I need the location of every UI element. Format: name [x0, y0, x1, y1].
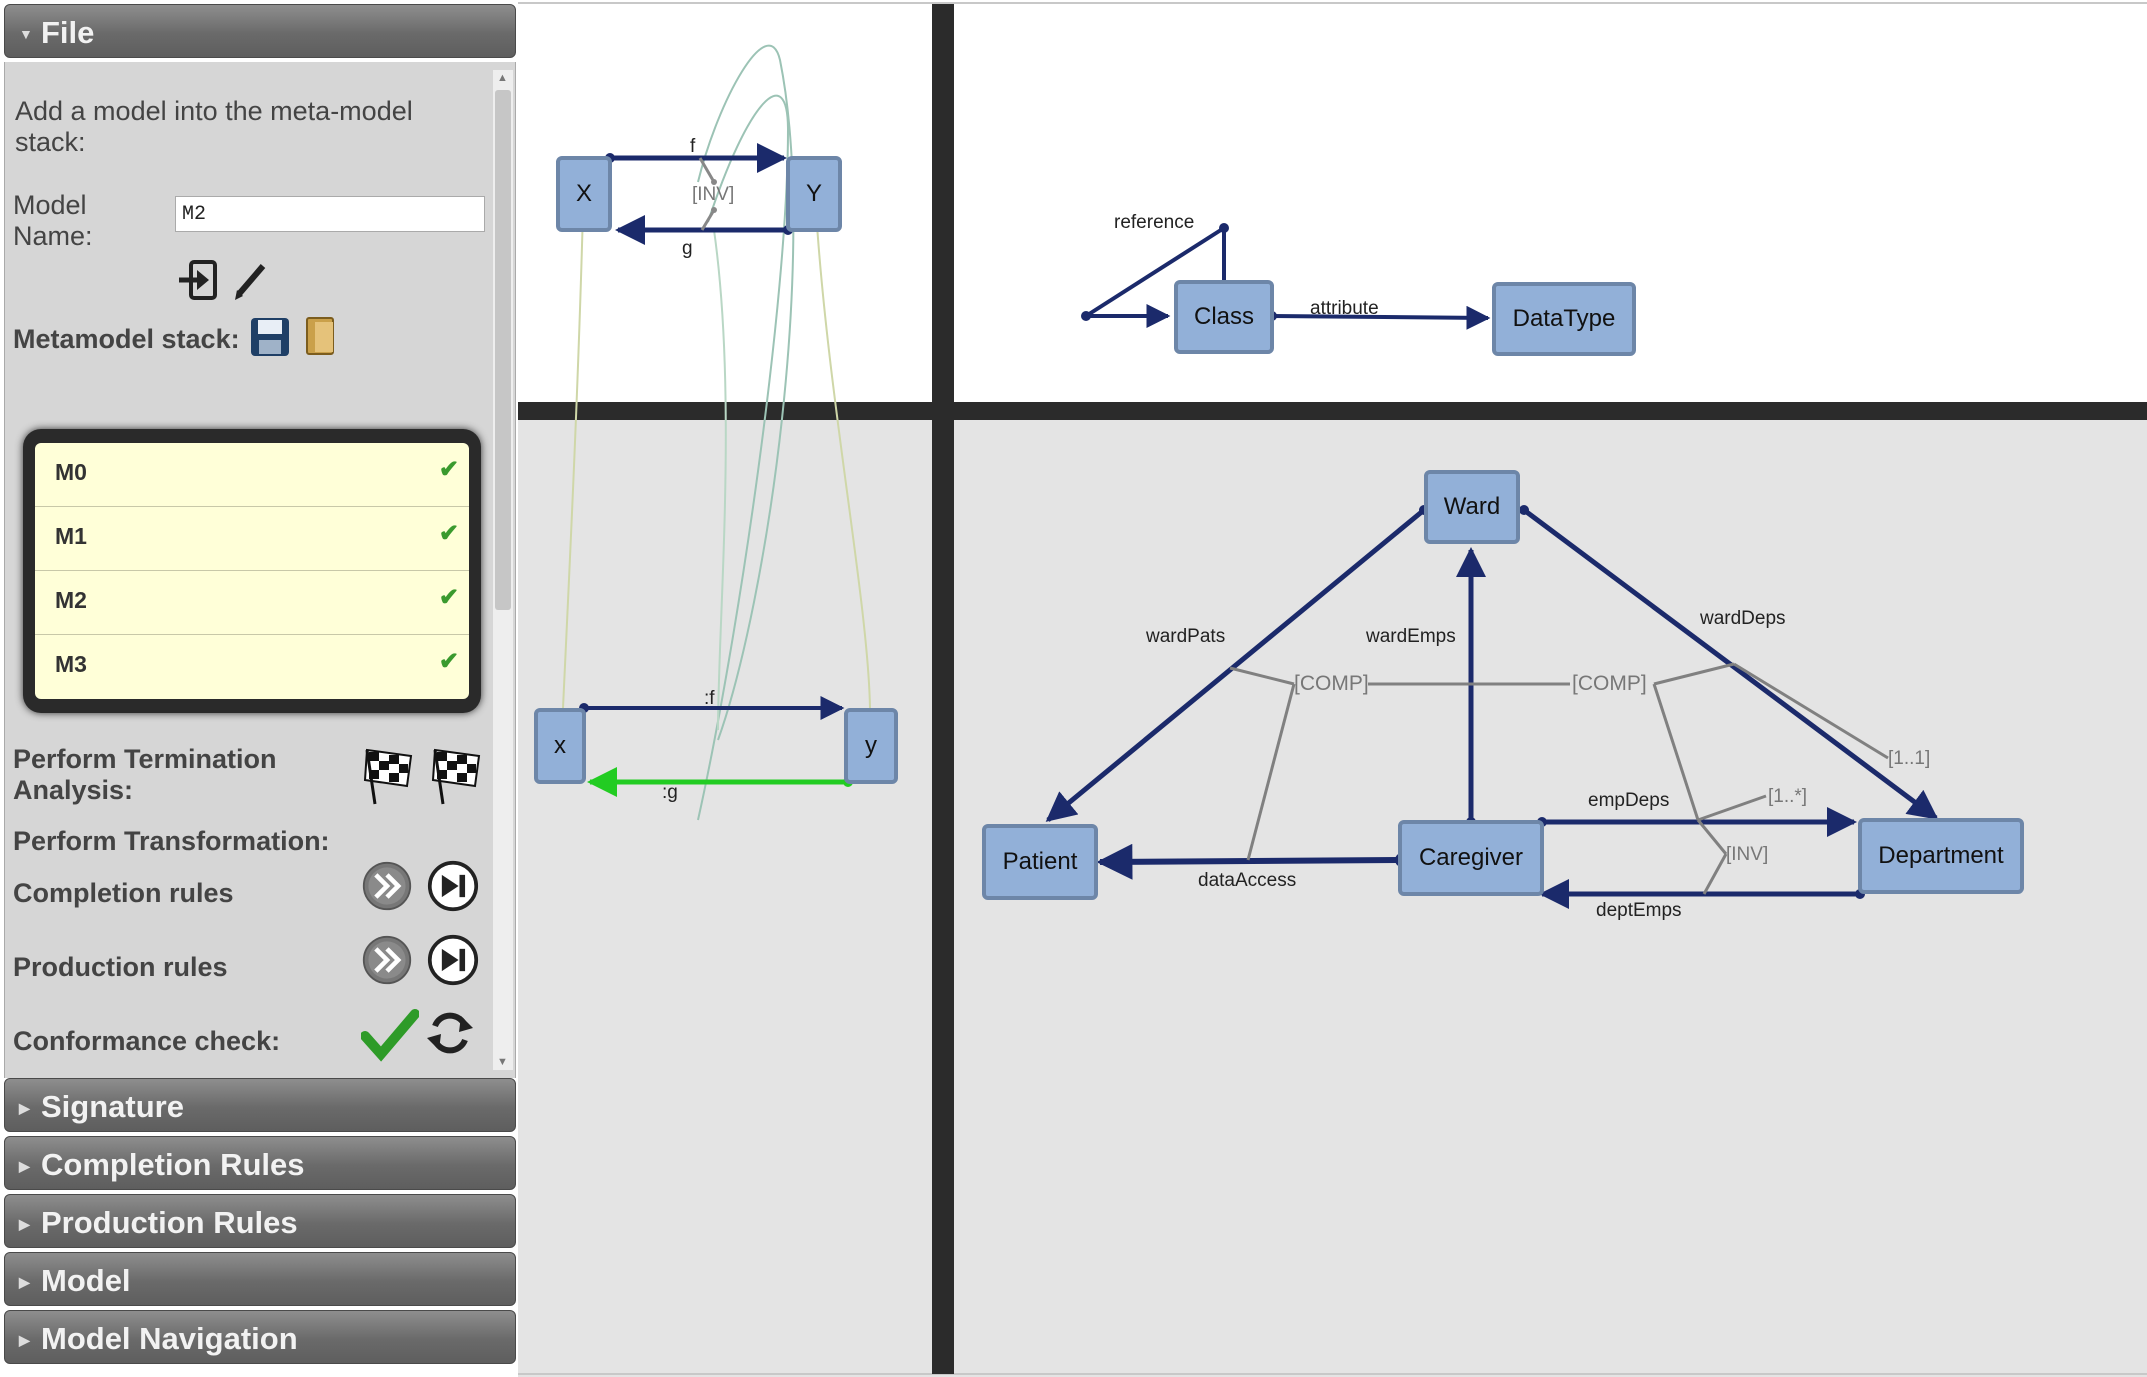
- model-accordion-header[interactable]: ▶ Model: [4, 1252, 516, 1306]
- step-completion-icon[interactable]: [427, 860, 479, 912]
- intro-text: Add a model into the meta-model stack:: [15, 96, 413, 157]
- edge-label-warddeps: wardDeps: [1700, 608, 1786, 629]
- node-x[interactable]: x: [534, 708, 586, 784]
- caret-right-icon: ▶: [19, 1158, 30, 1174]
- metamodel-stack-label: Metamodel stack:: [13, 324, 240, 354]
- stack-item-m2[interactable]: M2 ✔: [35, 571, 469, 635]
- constraint-label-comp: [COMP]: [1294, 672, 1369, 695]
- green-check-icon[interactable]: [361, 1008, 419, 1062]
- check-icon: ✔: [438, 584, 459, 611]
- pencil-icon[interactable]: [231, 258, 271, 302]
- node-ward[interactable]: Ward: [1424, 470, 1520, 544]
- scroll-up-icon[interactable]: ▲: [497, 72, 508, 84]
- file-panel-content: Add a model into the meta-model stack: M…: [4, 62, 516, 1078]
- caret-right-icon: ▶: [19, 1216, 30, 1232]
- section-label: Production Rules: [41, 1205, 298, 1240]
- file-accordion-header[interactable]: ▼ File: [4, 4, 516, 58]
- check-icon: ✔: [438, 520, 459, 547]
- conformance-check-label: Conformance check:: [13, 1026, 281, 1056]
- vertical-divider: [932, 4, 954, 1374]
- horizontal-divider: [518, 402, 2147, 420]
- stack-item-m1[interactable]: M1 ✔: [35, 507, 469, 571]
- edge-label-f: f: [690, 136, 696, 157]
- model-name-label: Model Name:: [13, 190, 93, 251]
- edge-label-attribute: attribute: [1310, 298, 1379, 319]
- edge-label-reference: reference: [1114, 212, 1195, 233]
- section-label: Model: [41, 1263, 131, 1298]
- completion-rules-accordion-header[interactable]: ▶ Completion Rules: [4, 1136, 516, 1190]
- section-label: Completion Rules: [41, 1147, 305, 1182]
- node-Y[interactable]: Y: [786, 156, 842, 232]
- caret-right-icon: ▶: [19, 1332, 30, 1348]
- constraint-label-mult-1-1: [1..1]: [1888, 748, 1931, 769]
- node-X[interactable]: X: [556, 156, 612, 232]
- node-patient[interactable]: Patient: [982, 824, 1098, 900]
- panel-scrollbar[interactable]: ▲ ▼: [493, 70, 513, 1070]
- section-label: Signature: [41, 1089, 184, 1124]
- edge-label-g-instance: :g: [662, 782, 678, 803]
- left-panel: ▼ File Add a model into the meta-model s…: [4, 4, 518, 1366]
- stack-item-name: M0: [55, 459, 87, 485]
- edge-label-dataaccess: dataAccess: [1198, 870, 1297, 891]
- save-icon[interactable]: [249, 316, 291, 358]
- production-rules-label: Production rules: [13, 952, 228, 982]
- open-book-icon[interactable]: [301, 314, 341, 358]
- model-name-input[interactable]: M2: [175, 196, 485, 232]
- checkered-flag-icon[interactable]: [429, 746, 485, 806]
- stack-list-inner: M0 ✔ M1 ✔ M2 ✔ M3 ✔: [35, 443, 469, 699]
- edge-label-wardpats: wardPats: [1146, 626, 1226, 647]
- diagram-canvas[interactable]: X Y f [INV] g Class DataType reference a…: [518, 0, 2147, 1377]
- file-header-label: File: [41, 15, 95, 50]
- constraint-label-inv: [INV]: [1726, 844, 1769, 865]
- stack-item-m0[interactable]: M0 ✔: [35, 443, 469, 507]
- completion-rules-label: Completion rules: [13, 878, 234, 908]
- edge-label-g: g: [682, 238, 693, 259]
- edge-label-inv: [INV]: [692, 184, 735, 205]
- step-production-icon[interactable]: [427, 934, 479, 986]
- constraint-label-comp: [COMP]: [1572, 672, 1647, 695]
- run-all-production-icon[interactable]: [361, 934, 413, 986]
- scroll-thumb[interactable]: [495, 90, 511, 610]
- stack-item-name: M3: [55, 651, 87, 677]
- constraint-label-mult-1-n: [1..*]: [1768, 786, 1808, 807]
- stack-item-name: M1: [55, 523, 87, 549]
- scroll-down-icon[interactable]: ▼: [497, 1056, 508, 1068]
- edge-label-wardemps: wardEmps: [1366, 626, 1456, 647]
- stack-item-m3[interactable]: M3 ✔: [35, 635, 469, 699]
- caret-down-icon: ▼: [19, 26, 33, 42]
- node-department[interactable]: Department: [1858, 818, 2024, 894]
- edge-label-empdeps: empDeps: [1588, 790, 1670, 811]
- model-navigation-accordion-header[interactable]: ▶ Model Navigation: [4, 1310, 516, 1364]
- top-area: [518, 0, 2147, 406]
- signature-accordion-header[interactable]: ▶ Signature: [4, 1078, 516, 1132]
- transformation-label: Perform Transformation:: [13, 826, 330, 856]
- refresh-icon[interactable]: [425, 1008, 475, 1058]
- section-label: Model Navigation: [41, 1321, 298, 1356]
- node-y[interactable]: y: [844, 708, 898, 784]
- edge-label-deptemps: deptEmps: [1596, 900, 1682, 921]
- check-icon: ✔: [438, 648, 459, 675]
- node-class[interactable]: Class: [1174, 280, 1274, 354]
- import-icon[interactable]: [177, 258, 221, 302]
- metamodel-stack-list: M0 ✔ M1 ✔ M2 ✔ M3 ✔: [23, 429, 481, 713]
- caret-right-icon: ▶: [19, 1100, 30, 1116]
- stack-item-name: M2: [55, 587, 87, 613]
- checkered-flag-icon[interactable]: [361, 746, 417, 806]
- run-all-completion-icon[interactable]: [361, 860, 413, 912]
- node-caregiver[interactable]: Caregiver: [1398, 820, 1544, 896]
- production-rules-accordion-header[interactable]: ▶ Production Rules: [4, 1194, 516, 1248]
- node-datatype[interactable]: DataType: [1492, 282, 1636, 356]
- caret-right-icon: ▶: [19, 1274, 30, 1290]
- check-icon: ✔: [438, 456, 459, 483]
- termination-label: Perform Termination Analysis:: [13, 744, 277, 805]
- edge-label-f-instance: :f: [704, 688, 715, 709]
